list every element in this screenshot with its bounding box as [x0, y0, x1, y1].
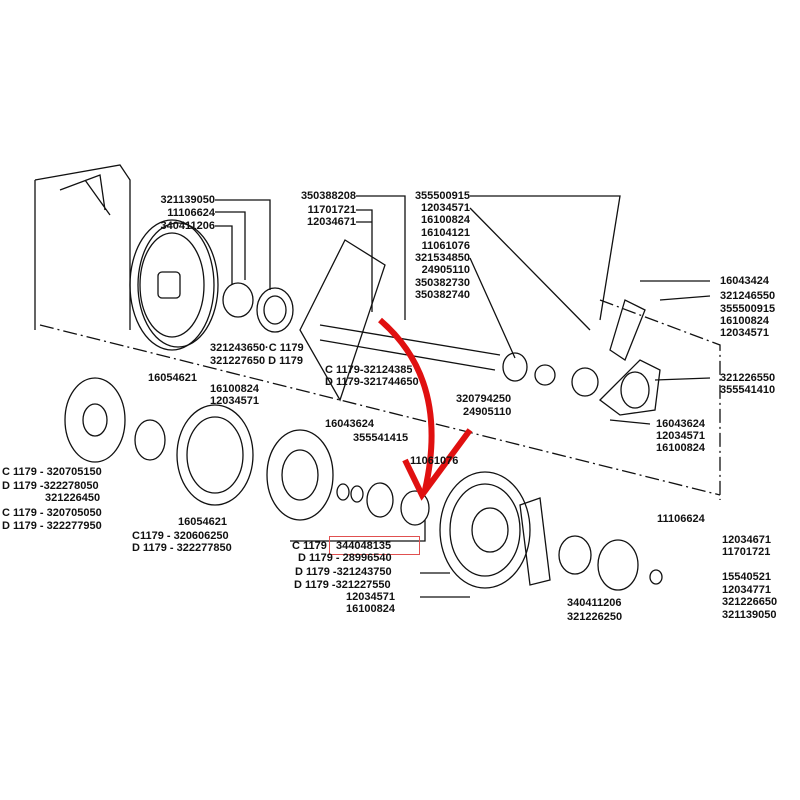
part-label: 24905110: [463, 406, 512, 418]
part-label: 340411206: [567, 597, 622, 609]
part-label: 321226250: [567, 611, 623, 623]
part-label: D 1179-321744650: [325, 376, 419, 388]
clutch-drum: [176, 404, 254, 506]
centerline: [39, 324, 721, 496]
part-label: 16043624: [325, 418, 374, 430]
highlighted-part-number: 344048135: [336, 540, 392, 552]
pulley-left: [64, 377, 126, 463]
highlighted-bearing: [400, 490, 430, 526]
part-label: 16043624: [656, 418, 705, 430]
flange-bearing: [599, 359, 661, 416]
part-label: 16100824: [346, 603, 395, 615]
bushing: [222, 282, 254, 318]
part-label: 321246550: [720, 290, 776, 302]
part-label: 16054621: [178, 516, 227, 528]
part-label: 321139050: [160, 194, 215, 206]
part-label: 340411206: [160, 220, 215, 232]
part-label: 12034571: [656, 430, 705, 442]
mounting-plate: [299, 239, 386, 402]
part-label: 11701721: [722, 546, 771, 558]
highlight-box: [329, 536, 420, 555]
part-label: 15540521: [722, 571, 771, 583]
part-label: 11701721: [307, 204, 356, 216]
part-label: 321139050: [722, 609, 777, 621]
part-label: D 1179 - 28996540: [298, 552, 392, 564]
part-label: 11061076: [410, 455, 459, 467]
part-label: 321226650: [722, 596, 778, 608]
part-label: 321534850: [414, 252, 470, 264]
part-label: 355541415: [353, 432, 409, 444]
part-label: C 1179 - 320705150: [2, 466, 102, 478]
clutch-plate: [266, 429, 334, 521]
part-label: 16054621: [148, 372, 197, 384]
part-label: D 1179 - 322277950: [2, 520, 102, 532]
pulley-top: [129, 219, 215, 351]
part-label: 12034571: [346, 591, 395, 603]
pulley-lower: [439, 471, 531, 589]
part-label: 12034671: [307, 216, 356, 228]
part-label: C 1179: [292, 540, 327, 552]
part-label: 350382730: [414, 277, 470, 289]
part-label: 12034771: [722, 584, 771, 596]
part-label: 12034571: [210, 395, 259, 407]
part-label: 16043424: [720, 275, 769, 287]
part-label: 12034671: [722, 534, 771, 546]
part-label: 355500915: [720, 303, 776, 315]
part-label: 321227650 D 1179: [210, 355, 303, 367]
part-label: 350388208: [300, 190, 356, 202]
part-label: C 1179-32124385: [325, 364, 412, 376]
part-label: D 1179 - 322277850: [132, 542, 232, 554]
part-label: D 1179 -321243750: [295, 566, 392, 578]
part-label: 24905110: [421, 264, 470, 276]
part-label: 11106624: [657, 513, 705, 525]
part-label: 11106624: [167, 207, 215, 219]
part-label: 16100824: [720, 315, 769, 327]
part-label: 320794250: [456, 393, 512, 405]
bearing-top: [256, 287, 294, 333]
part-label: 16100824: [210, 383, 259, 395]
part-label: D 1179 -321227550: [294, 579, 391, 591]
part-label: 16104121: [421, 227, 470, 239]
part-label: 12034571: [421, 202, 470, 214]
part-label: C1179 - 320606250: [132, 530, 229, 542]
part-label: D 1179 -322278050: [2, 480, 99, 492]
part-label: 355500915: [414, 190, 470, 202]
part-label: C 1179 - 320705050: [2, 507, 102, 519]
part-label: 355541410: [720, 384, 776, 396]
part-label: 350382740: [414, 289, 470, 301]
part-label: 12034571: [720, 327, 769, 339]
part-label: 321226450: [45, 492, 101, 504]
part-label: 11061076: [421, 240, 470, 252]
part-label: 321226550: [720, 372, 776, 384]
part-label: 16100824: [421, 214, 470, 226]
centerline-2: [599, 299, 721, 500]
part-label: 16100824: [656, 442, 705, 454]
arrow-shaft: [378, 317, 435, 491]
part-label: 321243650·C 1179: [210, 342, 304, 354]
housing-frame: [34, 164, 131, 330]
arrow-head: [402, 428, 473, 501]
